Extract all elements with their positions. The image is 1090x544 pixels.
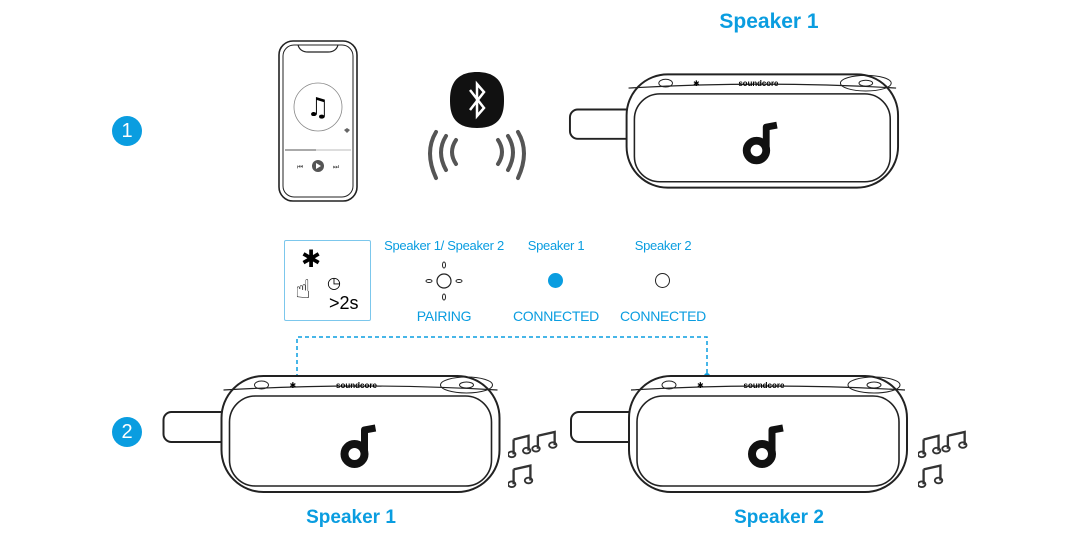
- indicator-speaker-label: Speaker 1: [527, 238, 585, 253]
- indicator-state-label: CONNECTED: [620, 308, 706, 324]
- press-hand-icon: ☝: [295, 275, 311, 305]
- clock-icon: ◷: [327, 273, 341, 292]
- music-notes-icon: [918, 430, 968, 489]
- off-led-icon: [655, 273, 670, 288]
- svg-text:⏮: ⏮: [297, 163, 303, 171]
- indicator-speaker-label: Speaker 1/ Speaker 2: [384, 238, 504, 253]
- speaker-2-label: Speaker 2: [734, 507, 824, 528]
- speaker-1-title: Speaker 1: [719, 10, 819, 33]
- indicator-state-label: CONNECTED: [513, 308, 599, 324]
- bluetooth-signal-icon: [428, 72, 526, 180]
- step-1-badge: 1: [112, 116, 142, 146]
- phone-icon: ♫ ⏮ ⏭: [278, 40, 358, 202]
- indicator-state-label: PAIRING: [416, 308, 472, 324]
- flashing-led-icon: [425, 261, 463, 301]
- music-notes-icon: [508, 430, 558, 489]
- speaker-2-bottom: [568, 374, 910, 494]
- step-2-badge: 2: [112, 417, 142, 447]
- solid-led-icon: [548, 273, 563, 288]
- svg-text:⏭: ⏭: [333, 163, 340, 171]
- speaker-1-bottom: [158, 374, 505, 494]
- svg-text:♫: ♫: [306, 93, 329, 123]
- hold-bluetooth-button-panel: ✱ ☝ ◷ >2s: [284, 240, 371, 321]
- bluetooth-icon: ✱: [301, 245, 322, 273]
- hold-duration: >2s: [329, 293, 359, 313]
- indicator-speaker-label: Speaker 2: [634, 238, 692, 253]
- speaker-1-label: Speaker 1: [306, 507, 396, 528]
